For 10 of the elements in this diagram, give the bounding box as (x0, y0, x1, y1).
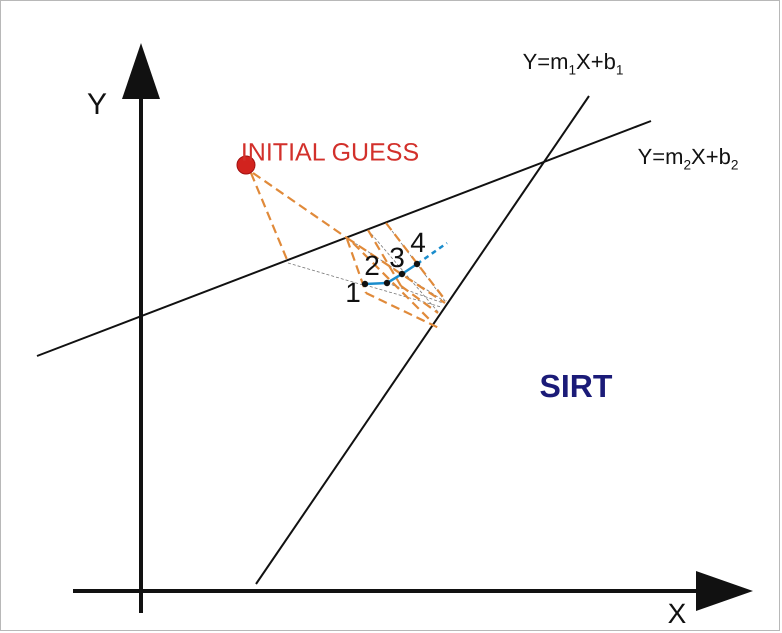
iteration-number: 1 (345, 279, 361, 307)
axis-label: X (668, 600, 686, 628)
iteration-number: 3 (389, 244, 405, 272)
line-equation: Y=m$_{2}$X+b$_{2}$ (638, 146, 738, 172)
point-label: INITIAL GUESS (240, 140, 420, 166)
axis-label: Y (87, 90, 107, 120)
iteration-number: 2 (364, 252, 380, 280)
iteration-number: 4 (410, 229, 426, 257)
method-label: SIRT (540, 370, 612, 402)
line-equation: Y=m$_{1}$X+b$_{1}$ (522, 50, 624, 78)
